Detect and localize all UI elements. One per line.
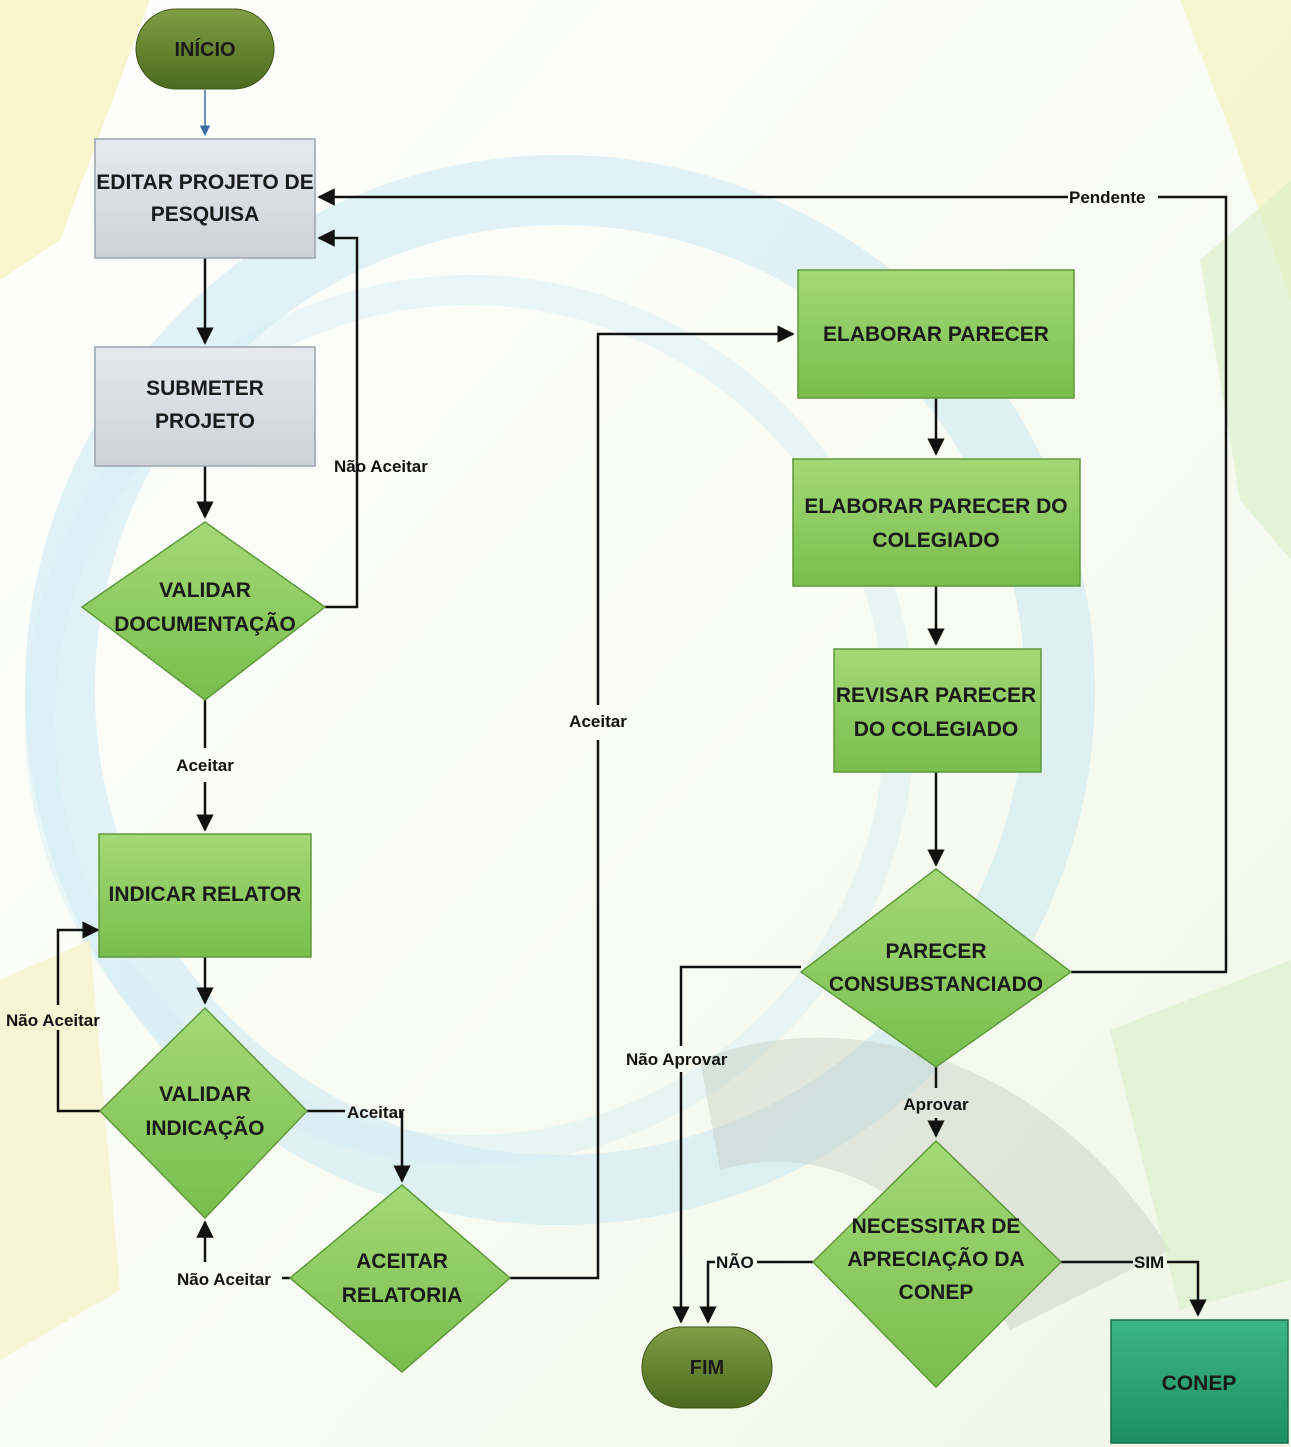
aceitar-rel-label-2: RELATORIA <box>342 1284 463 1307</box>
parecer-label-2: CONSUBSTANCIADO <box>829 973 1043 996</box>
node-inicio: INÍCIO <box>135 8 275 90</box>
editar-label-1: EDITAR PROJETO DE <box>96 171 313 194</box>
node-elaborar-parecer-colegiado: ELABORAR PARECER DO COLEGIADO <box>792 458 1081 587</box>
node-elaborar-parecer: ELABORAR PARECER <box>797 269 1075 399</box>
aceitar-rel-label-1: ACEITAR <box>356 1250 448 1273</box>
node-aceitar-relatoria: ACEITAR RELATORIA <box>288 1184 512 1373</box>
edge-validar-doc-nao-aceitar <box>317 229 359 609</box>
parecer-label-1: PARECER <box>885 940 986 963</box>
edge-labels: Pendente Não Aceitar Aceitar Não Aceitar… <box>6 188 1164 1289</box>
validar-doc-label-2: DOCUMENTAÇÃO <box>114 613 296 636</box>
edge-nao-aprovar-a <box>679 965 801 1046</box>
edge-pendente-a <box>1071 195 1228 974</box>
fim-label: FIM <box>690 1357 724 1379</box>
revisar-label-1: REVISAR PARECER <box>836 684 1036 707</box>
submeter-label-2: PROJETO <box>155 410 255 433</box>
label-nao-aceitar-ind: Não Aceitar <box>6 1011 100 1030</box>
validar-doc-label-1: VALIDAR <box>159 579 251 602</box>
colegiado-label-1: ELABORAR PARECER DO <box>804 495 1067 518</box>
necessitar-label-2: APRECIAÇÃO DA <box>847 1248 1024 1271</box>
label-aceitar-ind: Aceitar <box>347 1103 405 1122</box>
editar-label-2: PESQUISA <box>151 203 260 226</box>
necessitar-label-1: NECESSITAR DE <box>852 1215 1021 1238</box>
label-aprovar: Aprovar <box>903 1095 969 1114</box>
edge-validar-ind-nao-aceitar-a <box>56 1030 100 1113</box>
node-validar-indicacao: VALIDAR INDICAÇÃO <box>98 1006 309 1220</box>
label-nao-aceitar-doc: Não Aceitar <box>334 457 428 476</box>
label-pendente: Pendente <box>1069 188 1146 207</box>
node-indicar-relator: INDICAR RELATOR <box>98 833 312 958</box>
node-submeter-projeto: SUBMETER PROJETO <box>94 346 316 467</box>
revisar-label-2: DO COLEGIADO <box>854 718 1019 741</box>
label-aceitar-rel: Aceitar <box>569 712 627 731</box>
label-nao-aprovar: Não Aprovar <box>626 1050 728 1069</box>
label-aceitar-doc: Aceitar <box>176 756 234 775</box>
edge-aceitar-rel-aceitar-b <box>596 325 795 705</box>
node-editar-projeto: EDITAR PROJETO DE PESQUISA <box>94 138 316 259</box>
indicar-label: INDICAR RELATOR <box>109 883 302 906</box>
conep-label: CONEP <box>1162 1372 1237 1395</box>
node-necessitar-conep: NECESSITAR DE APRECIAÇÃO DA CONEP <box>811 1139 1063 1389</box>
elaborar-label: ELABORAR PARECER <box>823 323 1049 346</box>
label-sim: SIM <box>1134 1253 1164 1272</box>
node-parecer-consubstanciado: PARECER CONSUBSTANCIADO <box>799 868 1073 1068</box>
edge-nao-b <box>699 1260 717 1324</box>
validar-ind-label-2: INDICAÇÃO <box>146 1117 265 1140</box>
node-validar-documentacao: VALIDAR DOCUMENTAÇÃO <box>80 521 327 701</box>
edge-aceitar-rel-aceitar-a <box>510 740 600 1280</box>
node-revisar-parecer: REVISAR PARECER DO COLEGIADO <box>833 648 1042 773</box>
node-fim: FIM <box>641 1326 773 1409</box>
node-conep: CONEP <box>1110 1319 1289 1444</box>
submeter-label-1: SUBMETER <box>146 377 264 400</box>
connectors <box>56 90 1228 1324</box>
necessitar-label-3: CONEP <box>899 1281 974 1304</box>
edge-sim-b <box>1167 1260 1207 1317</box>
inicio-label: INÍCIO <box>174 38 235 61</box>
colegiado-label-2: COLEGIADO <box>872 529 999 552</box>
edge-validar-ind-nao-aceitar-b <box>56 921 100 1005</box>
label-nao-aceitar-rel: Não Aceitar <box>177 1270 271 1289</box>
validar-ind-label-1: VALIDAR <box>159 1083 251 1106</box>
label-nao: NÃO <box>716 1252 754 1272</box>
